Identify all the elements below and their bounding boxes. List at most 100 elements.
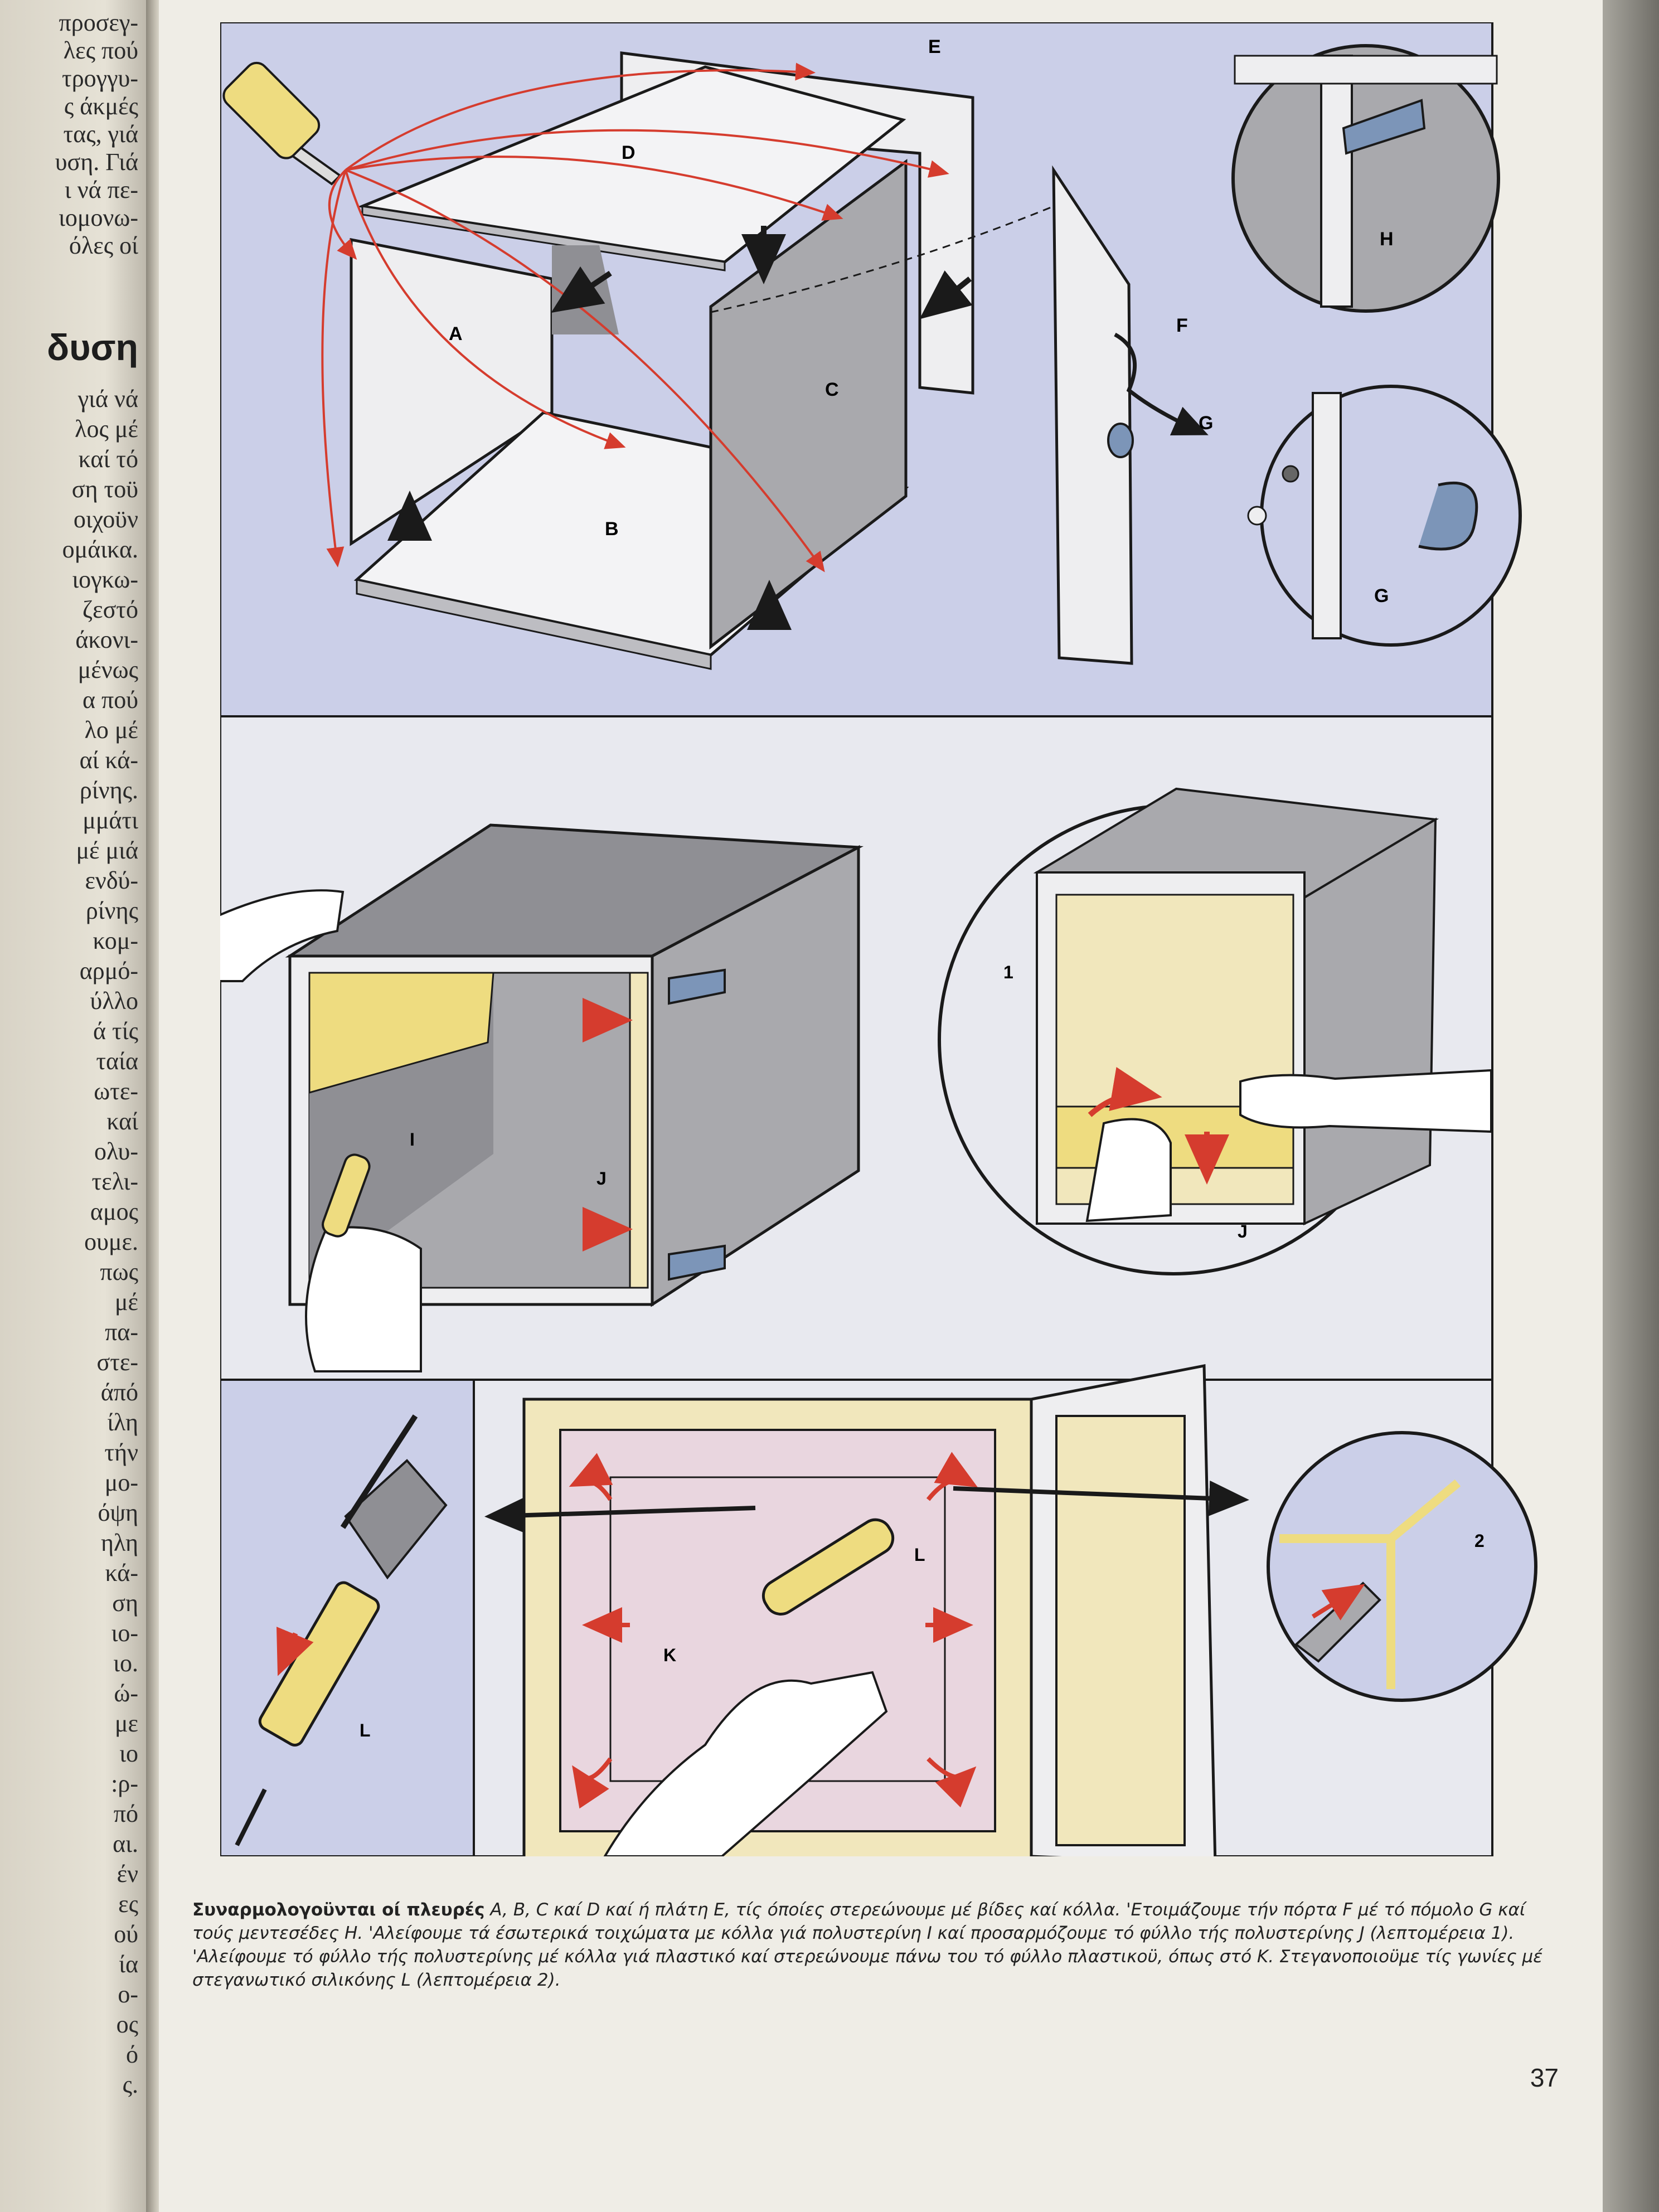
left-page-line: ι νά πε- bbox=[64, 176, 138, 203]
left-page-line: ολυ- bbox=[94, 1138, 138, 1165]
hand-caulk-icon bbox=[603, 1671, 888, 1856]
book-edge bbox=[1603, 0, 1659, 2212]
left-page-line: κομ- bbox=[93, 927, 138, 954]
left-page-line: ος bbox=[116, 2011, 138, 2038]
left-page-line: ρίνης bbox=[85, 897, 138, 924]
svg-text:G: G bbox=[1374, 585, 1389, 607]
left-page-line: ιογκω- bbox=[72, 566, 138, 593]
detail-1-circle bbox=[938, 787, 1492, 1275]
left-page-line: ουμε. bbox=[84, 1228, 138, 1255]
left-page-line: ρίνης. bbox=[79, 777, 138, 804]
svg-text:C: C bbox=[825, 379, 839, 400]
left-page-line: λες πού bbox=[63, 37, 138, 64]
panel-exploded-assembly: D E A B C F G H G bbox=[220, 22, 1522, 717]
detail-hinge-circle bbox=[1231, 44, 1500, 313]
left-page-line: ιο- bbox=[111, 1619, 139, 1647]
caption-lead: Συναρμολογοϋνται οί πλευρές bbox=[192, 1900, 485, 1920]
left-page-line: άκονι- bbox=[75, 626, 138, 653]
left-page-line: πό bbox=[113, 1800, 138, 1827]
left-page-line: ά τίς bbox=[93, 1017, 138, 1045]
left-page-line: ωτε- bbox=[94, 1078, 138, 1105]
left-page-heading: δυση bbox=[47, 327, 138, 368]
left-page-line: υση. Γιά bbox=[55, 148, 138, 176]
left-page-line: άπό bbox=[100, 1379, 138, 1406]
left-page-line: πα- bbox=[105, 1318, 138, 1346]
svg-text:H: H bbox=[1380, 229, 1394, 250]
left-page-line: με bbox=[114, 1710, 138, 1737]
left-page-line: ού bbox=[114, 1920, 138, 1948]
left-page-line: ύλλο bbox=[90, 987, 138, 1015]
left-page-line: όλες οί bbox=[69, 232, 138, 259]
panel-A bbox=[350, 237, 554, 546]
left-page-line: αί κά- bbox=[79, 746, 138, 774]
svg-text:A: A bbox=[449, 323, 463, 345]
svg-text:G: G bbox=[1199, 413, 1213, 434]
svg-text:B: B bbox=[605, 518, 619, 540]
figure-caption: Συναρμολογοϋνται οί πλευρές A, B, C καί … bbox=[192, 1898, 1547, 1992]
left-page-line: ία bbox=[119, 1951, 138, 1978]
left-page-line: μένως bbox=[77, 656, 138, 683]
page-number: 37 bbox=[1530, 2063, 1559, 2092]
svg-text:D: D bbox=[622, 142, 636, 163]
left-page-line: μέ μιά bbox=[76, 837, 138, 864]
left-page-line: όψη bbox=[98, 1499, 138, 1526]
left-page-line: ιο. bbox=[113, 1650, 138, 1677]
left-page-line: τρογγυ- bbox=[62, 65, 138, 92]
svg-text:1: 1 bbox=[1003, 962, 1013, 982]
svg-text:F: F bbox=[1176, 315, 1188, 336]
left-page-line: ό bbox=[126, 2041, 138, 2068]
knob-icon bbox=[1418, 481, 1478, 551]
hand-glue-icon bbox=[305, 1226, 422, 1372]
assembly-arrows bbox=[387, 226, 973, 630]
svg-text:J: J bbox=[596, 1168, 607, 1189]
left-page-line: γιά νά bbox=[77, 385, 138, 413]
left-page-line: οιχοϋν bbox=[73, 506, 138, 533]
svg-text:I: I bbox=[410, 1129, 415, 1149]
left-page-line: λος μέ bbox=[75, 415, 138, 443]
left-page-line: κά- bbox=[105, 1559, 139, 1587]
svg-text:K: K bbox=[663, 1645, 676, 1665]
left-page-line: ενδύ- bbox=[85, 867, 138, 894]
left-page-line: ομάικα. bbox=[62, 536, 138, 563]
left-page-line: ζεστό bbox=[82, 596, 138, 623]
left-page-line: καί bbox=[106, 1108, 138, 1135]
left-page-line: μέ bbox=[114, 1288, 138, 1316]
left-page-line: πως bbox=[100, 1258, 138, 1286]
left-page-line: ς άκμές bbox=[64, 93, 138, 120]
svg-text:2: 2 bbox=[1474, 1531, 1485, 1551]
left-page-line: ηλη bbox=[101, 1529, 138, 1556]
left-page-line: ταία bbox=[96, 1047, 138, 1075]
svg-text:J: J bbox=[1238, 1221, 1248, 1241]
svg-text:L: L bbox=[914, 1545, 925, 1565]
left-page-line: ες bbox=[118, 1890, 138, 1918]
hinge-icon bbox=[1342, 99, 1426, 155]
left-page-line: ση bbox=[112, 1589, 138, 1617]
left-page-line: αρμό- bbox=[79, 957, 138, 984]
left-page-line: ιο bbox=[119, 1740, 138, 1767]
left-page-line: αμος bbox=[90, 1198, 138, 1225]
detail-2-circle bbox=[1267, 1431, 1537, 1702]
svg-text:E: E bbox=[928, 36, 941, 57]
left-page-line: :ρ- bbox=[111, 1770, 138, 1797]
door-F bbox=[1052, 165, 1133, 665]
left-page-line: μμάτι bbox=[83, 807, 138, 834]
caption-text: A, B, C καί D καί ή πλάτη E, τίς όποίες … bbox=[192, 1900, 1542, 1990]
hand-push-icon bbox=[1239, 1069, 1492, 1133]
left-page-line: λο μέ bbox=[84, 716, 138, 744]
assembly-illustration: D E A B C F G H G bbox=[220, 22, 1537, 1856]
glue-arrows bbox=[321, 62, 949, 573]
detail-knob-circle bbox=[1247, 385, 1522, 647]
left-page-line: τήν bbox=[104, 1439, 138, 1466]
left-page-line: ο- bbox=[118, 1981, 138, 2008]
left-page-line: ση τοϋ bbox=[71, 476, 138, 503]
panel-sealing: L L K 2 bbox=[220, 1364, 1537, 1856]
left-page-line: α πού bbox=[82, 686, 138, 714]
left-page-line: καί τό bbox=[78, 445, 138, 473]
left-page-line: προσεγ- bbox=[59, 9, 138, 36]
left-page-line: έν bbox=[117, 1860, 138, 1888]
left-page-line: ίλη bbox=[107, 1409, 138, 1436]
svg-text:L: L bbox=[360, 1720, 371, 1740]
left-page-line: τας, γιά bbox=[63, 120, 139, 148]
glue-bottle-icon bbox=[222, 61, 342, 186]
